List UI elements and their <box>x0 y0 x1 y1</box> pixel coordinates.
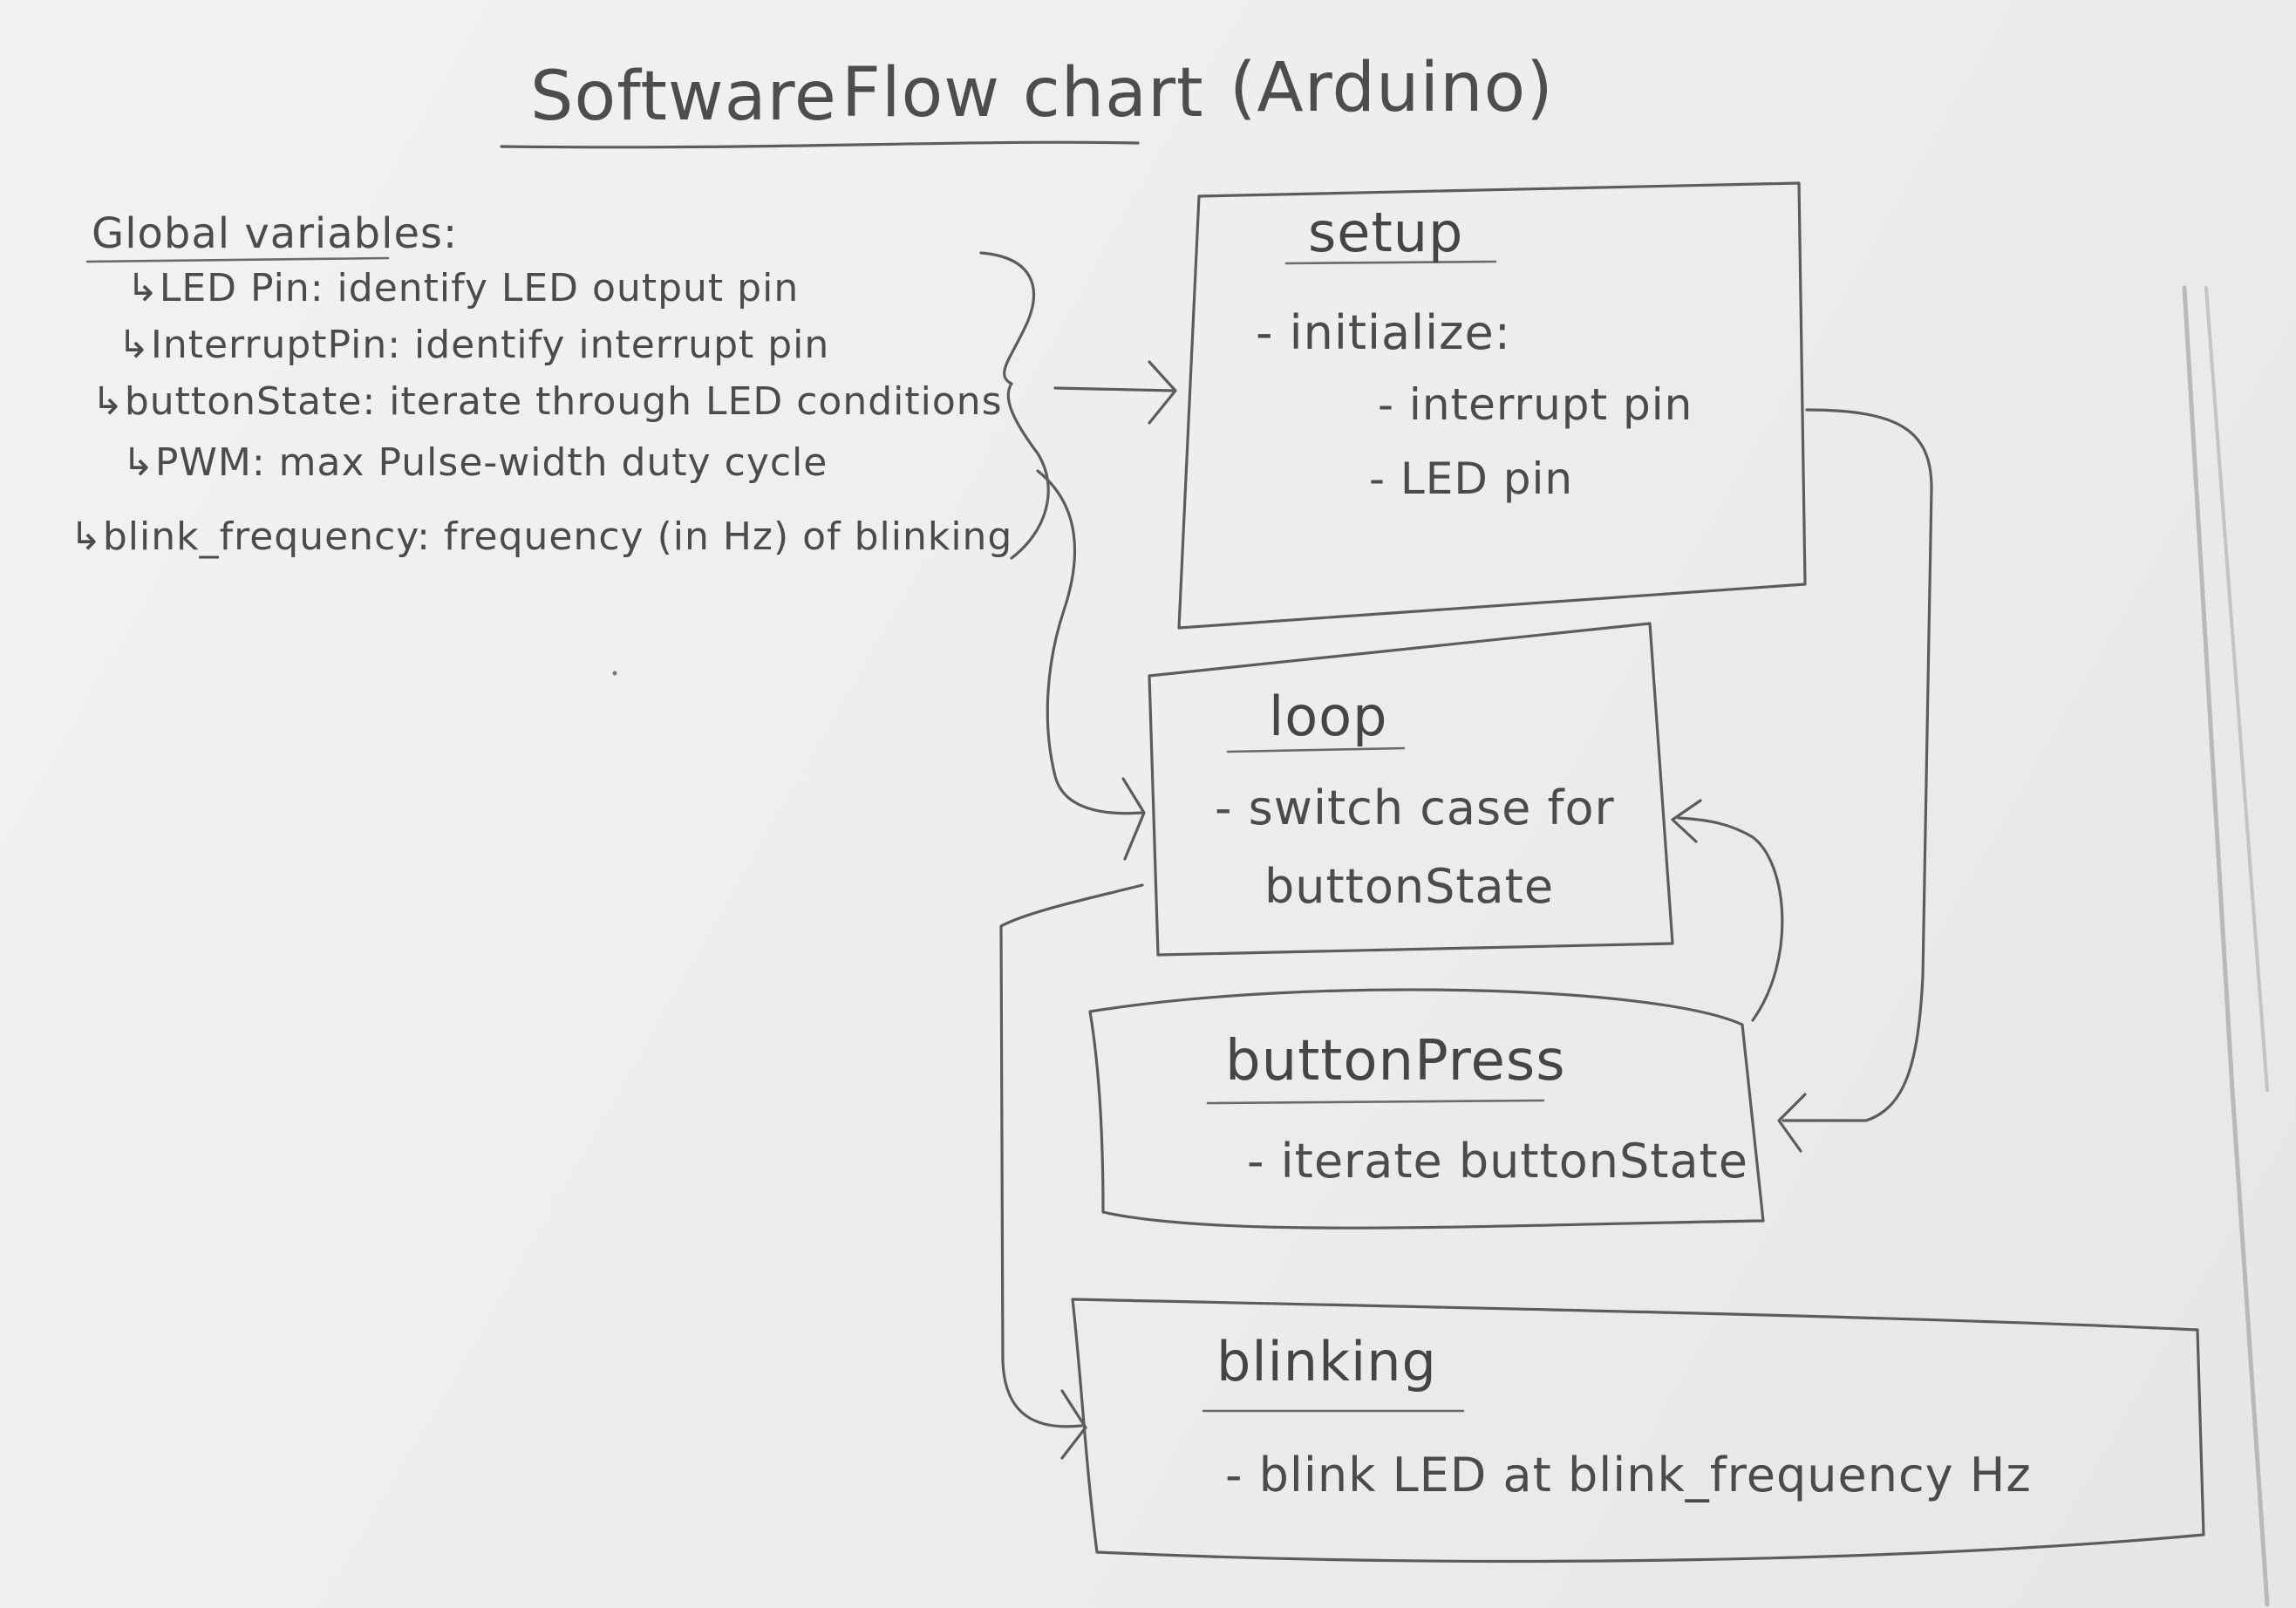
buttonpress-line-iterate: - iterate buttonState <box>1247 1134 1748 1189</box>
setup-line-initialize: - initialize: <box>1256 305 1511 360</box>
buttonpress-to-loop-arrowhead <box>1671 799 1702 843</box>
setup-to-buttonpress-arrowhead <box>1777 1093 1807 1153</box>
setup-title-underline <box>1284 260 1497 265</box>
loop-title-underline <box>1226 746 1406 753</box>
loop-line-buttonstate: buttonState <box>1264 859 1555 914</box>
loop-to-blinking-arrowhead <box>1060 1389 1087 1460</box>
title-flowchart: Flow chart <box>841 54 1204 133</box>
blinking-box-outline <box>1071 1298 2205 1564</box>
buttonpress-title: buttonPress <box>1225 1029 1566 1094</box>
global-buttonstate: ↳buttonState: iterate through LED condit… <box>92 379 1003 424</box>
loop-line-switch: - switch case for <box>1215 780 1615 835</box>
loop-title: loop <box>1269 685 1388 748</box>
brace-to-setup-arrow <box>1053 386 1175 392</box>
globals-heading: Global variables: <box>92 209 459 258</box>
title-arduino: (Arduino) <box>1230 49 1554 127</box>
buttonpress-to-loop-arrow <box>1677 816 1784 1022</box>
global-blinkfrequency: ↳blink_frequency: frequency (in Hz) of b… <box>70 514 1013 559</box>
global-ledpin: ↳LED Pin: identify LED output pin <box>126 266 800 310</box>
buttonpress-title-underline <box>1206 1099 1545 1105</box>
global-interruptpin: ↳InterruptPin: identify interrupt pin <box>118 323 830 367</box>
global-pwm: ↳PWM: max Pulse-width duty cycle <box>122 440 828 485</box>
buttonpress-box-outline <box>1088 988 1765 1230</box>
setup-title: setup <box>1308 201 1464 264</box>
setup-to-buttonpress-arrow <box>1782 408 1933 1122</box>
loop-box-outline <box>1148 622 1674 957</box>
title-software: Software <box>530 58 837 136</box>
brace-to-setup-arrowhead <box>1148 360 1177 425</box>
brace-to-loop-arrowhead <box>1121 777 1146 861</box>
blinking-title: blinking <box>1216 1330 1437 1393</box>
pencil-dot <box>612 671 617 676</box>
setup-line-ledpin: - LED pin <box>1369 453 1574 504</box>
blinking-line: - blink LED at blink_frequency Hz <box>1225 1448 2032 1502</box>
setup-line-interrupt: - interrupt pin <box>1378 379 1693 430</box>
globals-brace <box>979 251 1050 560</box>
title-underline <box>500 140 1140 149</box>
loop-to-blinking-arrow <box>999 883 1144 1428</box>
page-edge-line <box>2182 285 2270 1607</box>
globals-underline <box>85 256 390 263</box>
page-edge-line <box>2204 286 2269 1092</box>
brace-to-loop-arrow <box>1036 469 1144 815</box>
setup-box-outline <box>1177 181 1807 630</box>
